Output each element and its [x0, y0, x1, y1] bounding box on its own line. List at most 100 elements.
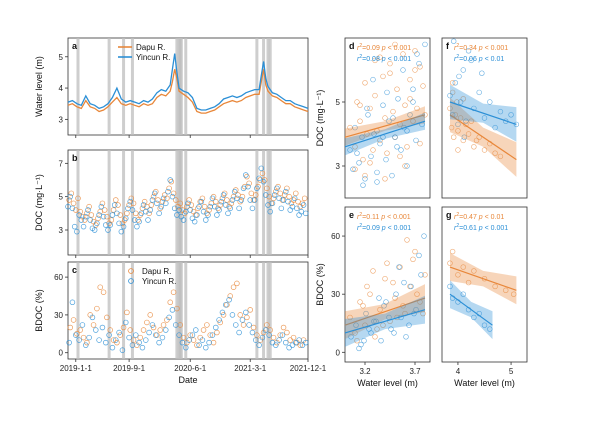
data-point	[362, 80, 368, 86]
data-point	[160, 322, 167, 328]
fit-line	[449, 293, 493, 326]
stat-label: r2=0.09 p < 0.001	[357, 43, 411, 52]
stat-label: r2=0.47 p < 0.01	[454, 212, 504, 221]
data-point	[384, 150, 390, 156]
data-point	[123, 215, 129, 222]
data-point	[271, 192, 278, 198]
data-point	[231, 188, 238, 195]
data-point	[286, 344, 292, 351]
data-point	[128, 195, 135, 202]
data-point	[237, 312, 243, 318]
data-point	[93, 222, 99, 228]
data-point	[126, 334, 132, 341]
series-line-dapu	[67, 69, 309, 114]
data-point	[108, 217, 115, 223]
data-point	[450, 134, 457, 140]
data-point	[492, 124, 498, 131]
data-point	[96, 337, 102, 343]
data-point	[77, 327, 83, 333]
data-point	[165, 188, 171, 195]
data-point	[173, 322, 179, 328]
data-point	[97, 284, 103, 290]
data-point	[138, 210, 145, 217]
data-point	[88, 212, 95, 218]
data-point	[219, 309, 226, 316]
data-point	[275, 183, 281, 190]
data-point	[140, 202, 147, 208]
data-point	[100, 289, 107, 295]
data-point	[249, 205, 256, 212]
data-point	[286, 193, 292, 200]
data-point	[264, 185, 270, 192]
data-point	[181, 210, 188, 217]
data-point	[422, 41, 428, 48]
data-point	[84, 210, 90, 217]
data-point	[382, 176, 388, 182]
data-point	[301, 195, 308, 202]
data-point	[449, 80, 456, 86]
data-point	[187, 207, 193, 213]
data-point	[377, 140, 383, 147]
data-point	[404, 237, 410, 243]
data-point	[449, 89, 456, 96]
data-point	[127, 198, 133, 205]
data-point	[193, 327, 199, 333]
data-point	[293, 339, 299, 346]
data-point	[473, 137, 480, 144]
data-point	[130, 337, 137, 343]
data-point	[209, 332, 216, 338]
data-point	[352, 166, 358, 172]
data-point	[394, 86, 400, 92]
event-band	[179, 150, 183, 255]
event-band	[175, 38, 179, 135]
data-point	[290, 334, 297, 341]
data-point	[147, 312, 153, 318]
data-point	[200, 327, 207, 333]
data-point	[395, 96, 401, 102]
data-point	[264, 322, 270, 328]
legend-swatch	[128, 278, 134, 284]
data-point	[297, 342, 303, 348]
data-point	[410, 118, 416, 124]
data-point	[254, 332, 260, 338]
fit-line	[344, 114, 426, 138]
data-point	[280, 197, 287, 203]
data-point	[360, 182, 366, 188]
data-point	[147, 207, 153, 213]
data-point	[136, 218, 142, 225]
data-point	[210, 339, 217, 346]
data-point	[194, 212, 200, 218]
data-point	[196, 342, 202, 348]
data-point	[278, 205, 285, 212]
data-point	[149, 197, 156, 203]
data-point	[382, 115, 388, 121]
data-point	[414, 105, 420, 112]
data-point	[244, 173, 250, 180]
data-point	[106, 332, 112, 338]
data-point	[253, 192, 259, 198]
data-point	[149, 322, 156, 328]
data-point	[114, 339, 120, 346]
data-point	[66, 339, 72, 346]
data-point	[352, 124, 358, 131]
data-point	[117, 332, 123, 338]
data-point	[100, 213, 107, 220]
data-point	[269, 200, 276, 207]
data-point	[183, 344, 189, 351]
data-point	[70, 200, 77, 207]
data-point	[90, 322, 97, 328]
data-point	[115, 202, 121, 208]
data-point	[96, 212, 102, 218]
data-point	[170, 289, 177, 295]
data-point	[465, 279, 472, 286]
data-point	[247, 307, 253, 313]
data-point	[298, 208, 305, 215]
data-point	[118, 228, 125, 235]
data-point	[224, 302, 230, 308]
data-point	[195, 205, 201, 212]
data-point	[81, 217, 88, 223]
data-point	[244, 314, 250, 321]
